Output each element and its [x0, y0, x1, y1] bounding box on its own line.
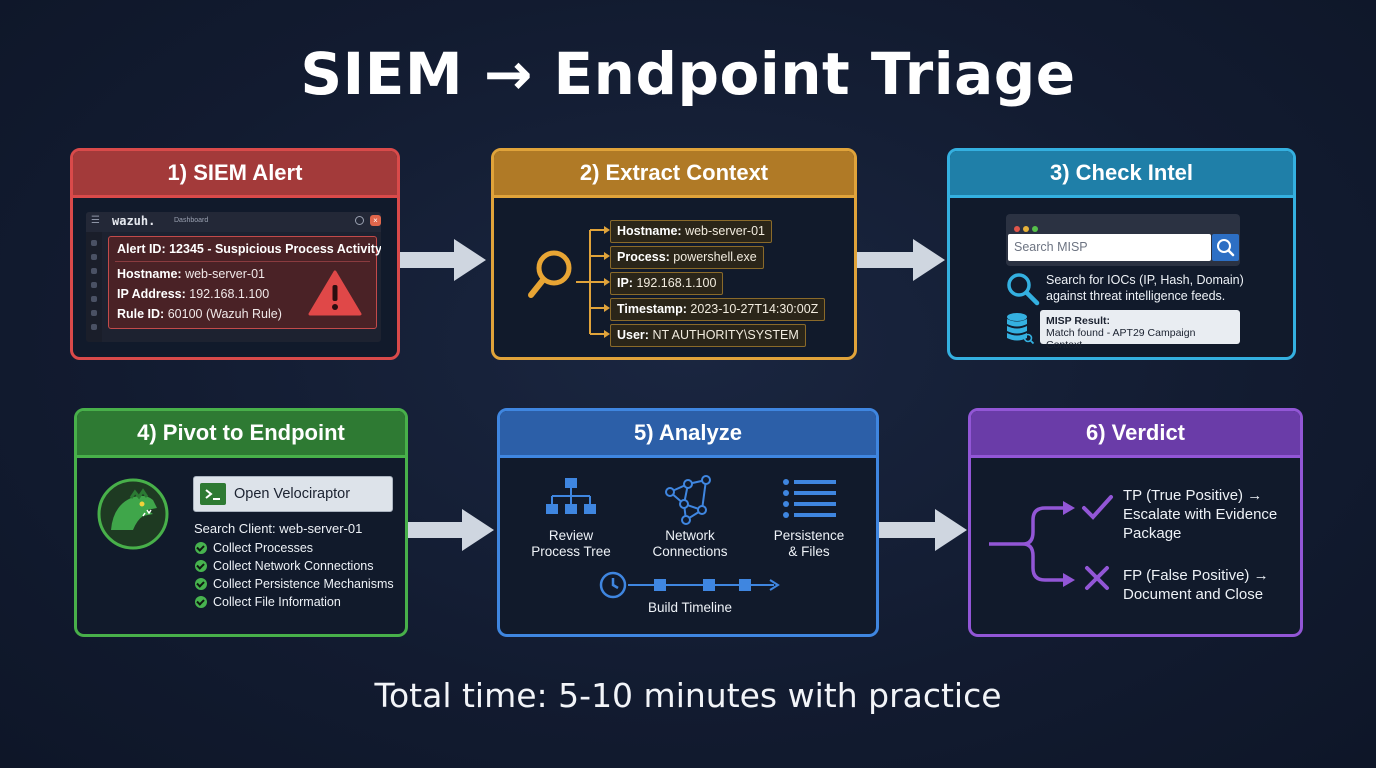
intel-description: Search for IOCs (IP, Hash, Domain) again…: [1046, 273, 1244, 303]
timeline-icon: [599, 571, 780, 599]
wazuh-sidebar: [86, 232, 102, 342]
terminal-icon: [200, 483, 226, 505]
flow-arrow-icon: [408, 509, 494, 551]
footer-note: Total time: 5-10 minutes with practice: [374, 676, 1002, 715]
search-icon: [1217, 239, 1235, 257]
misp-search-input[interactable]: Search MISP: [1008, 234, 1211, 261]
alert-rule-id: Rule ID: 60100 (Wazuh Rule): [117, 307, 282, 321]
button-label: Open Velociraptor: [234, 486, 351, 502]
wazuh-logo: wazuh.: [112, 214, 156, 228]
sidebar-icon[interactable]: [91, 240, 97, 246]
sidebar-icon[interactable]: [91, 324, 97, 330]
step-extract-context-card: 2) Extract Context Hostname: web-server-…: [491, 148, 857, 360]
divider: [115, 261, 370, 262]
wazuh-window: ☰ wazuh. Dashboard × Alert ID: 12345 - S…: [86, 212, 381, 342]
sidebar-icon[interactable]: [91, 296, 97, 302]
misp-result-value: Match found - APT29 Campaign Context: [1046, 327, 1196, 351]
maximize-dot-icon[interactable]: [1032, 226, 1038, 232]
misp-result-label: MISP Result:: [1046, 315, 1110, 327]
step-title: 5) Analyze: [500, 411, 876, 458]
hamburger-menu-icon[interactable]: ☰: [91, 215, 100, 226]
step-check-intel-card: 3) Check Intel Search MISP Search for IO…: [947, 148, 1296, 360]
misp-result-box: MISP Result: Match found - APT29 Campaig…: [1040, 310, 1240, 351]
warning-triangle-icon: [308, 270, 362, 316]
step-verdict-card: 6) Verdict TP (True Positive) → Escalate…: [968, 408, 1303, 637]
check-circle-icon: [195, 542, 207, 554]
open-velociraptor-button[interactable]: Open Velociraptor: [193, 476, 393, 512]
close-dot-icon[interactable]: [1014, 226, 1020, 232]
context-hostname: Hostname: web-server-01: [610, 220, 772, 243]
dashboard-tab[interactable]: Dashboard: [174, 217, 209, 224]
flow-arrow-icon: [879, 509, 967, 551]
analyze-item-persistence: Persistence& Files: [773, 528, 845, 559]
magnifier-icon: [528, 250, 572, 298]
branch-connector-icon: [576, 226, 610, 338]
search-button[interactable]: [1212, 234, 1239, 261]
list-icon: [783, 479, 836, 518]
status-circle-icon: [355, 216, 364, 225]
context-process: Process: powershell.exe: [610, 246, 764, 269]
sidebar-icon[interactable]: [91, 310, 97, 316]
checklist-item: Collect File Information: [195, 595, 341, 609]
flow-arrow-icon: [857, 239, 945, 281]
page-title: SIEM → Endpoint Triage: [300, 40, 1076, 108]
build-timeline-label: Build Timeline: [647, 600, 733, 615]
check-circle-icon: [195, 578, 207, 590]
step-pivot-endpoint-card: 4) Pivot to Endpoint Open Velociraptor S…: [74, 408, 408, 637]
search-icon: [1007, 273, 1040, 306]
context-ip: IP: 192.168.1.100: [610, 272, 724, 295]
database-icon: [1007, 313, 1035, 345]
network-graph-icon: [665, 475, 711, 525]
check-circle-icon: [195, 596, 207, 608]
decision-fork-icon: [989, 495, 1113, 590]
sidebar-icon[interactable]: [91, 268, 97, 274]
checklist-item: Collect Persistence Mechanisms: [195, 577, 394, 591]
checklist-item: Collect Network Connections: [195, 559, 374, 573]
minimize-dot-icon[interactable]: [1023, 226, 1029, 232]
step-title: 2) Extract Context: [494, 151, 854, 198]
alert-title: Alert ID: 12345 - Suspicious Process Act…: [117, 242, 381, 256]
misp-browser-window: Search MISP: [1006, 214, 1240, 266]
process-tree-icon: [546, 478, 596, 514]
flow-arrow-icon: [400, 239, 486, 281]
alert-ip-address: IP Address: 192.168.1.100: [117, 287, 270, 301]
close-icon[interactable]: ×: [370, 215, 381, 226]
step-title: 1) SIEM Alert: [73, 151, 397, 198]
wazuh-topbar: ☰ wazuh. Dashboard ×: [86, 212, 381, 232]
context-user: User: NT AUTHORITY\SYSTEM: [610, 324, 806, 347]
alert-panel[interactable]: Alert ID: 12345 - Suspicious Process Act…: [108, 236, 381, 329]
step-title: 6) Verdict: [971, 411, 1300, 458]
sidebar-icon[interactable]: [91, 254, 97, 260]
checklist-item: Collect Processes: [195, 541, 313, 555]
step-siem-alert-card: 1) SIEM Alert ☰ wazuh. Dashboard × Alert…: [70, 148, 400, 360]
window-controls: [1014, 219, 1041, 237]
verdict-true-positive: TP (True Positive) → Escalate with Evide…: [1123, 487, 1278, 542]
step-title: 3) Check Intel: [950, 151, 1293, 198]
sidebar-icon[interactable]: [91, 282, 97, 288]
verdict-false-positive: FP (False Positive) → Document and Close: [1123, 567, 1269, 603]
context-timestamp: Timestamp: 2023-10-27T14:30:00Z: [610, 298, 826, 321]
alert-hostname: Hostname: web-server-01: [117, 267, 265, 281]
check-circle-icon: [195, 560, 207, 572]
search-client-text: Search Client: web-server-01: [194, 521, 363, 536]
step-title: 4) Pivot to Endpoint: [77, 411, 405, 458]
velociraptor-logo-icon: [97, 478, 169, 550]
